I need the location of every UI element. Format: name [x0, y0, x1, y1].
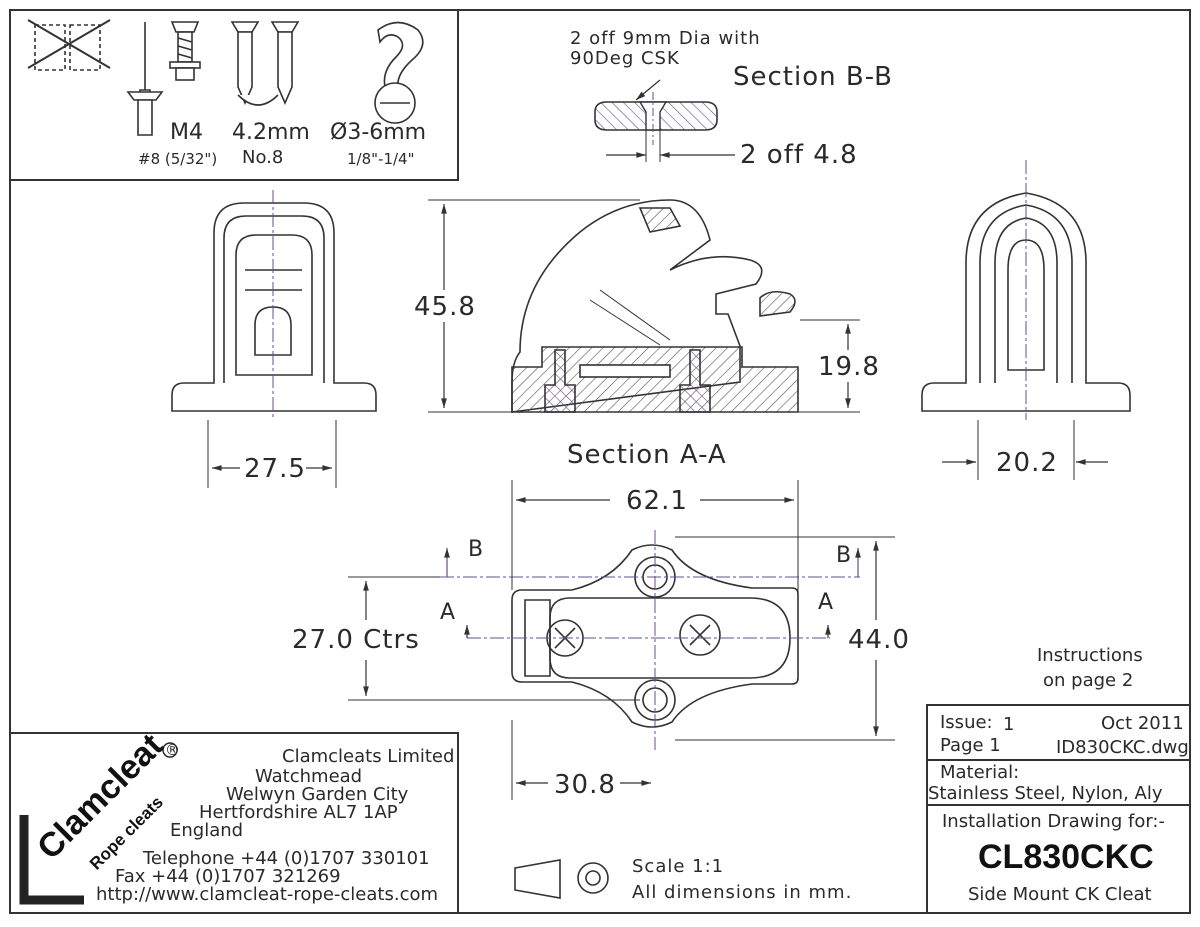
machine-screw-icon: [169, 21, 201, 81]
rope-icon: [374, 21, 424, 124]
issue-label: Issue:: [940, 712, 993, 733]
issue-value: 1: [1003, 714, 1015, 735]
offset-dimension: 30.8: [554, 770, 616, 800]
logo-registered-mark: ®: [165, 741, 180, 759]
section-b-marker-right: B: [836, 543, 852, 568]
company-fax: Fax +44 (0)1707 321269: [115, 866, 341, 887]
installation-label: Installation Drawing for:-: [942, 811, 1165, 832]
part-description: Side Mount CK Cleat: [968, 884, 1152, 905]
height-dimension: 45.8: [414, 292, 476, 322]
section-bb-title: Section B-B: [733, 62, 893, 92]
side-view: [921, 160, 1131, 480]
length-dimension: 62.1: [626, 486, 688, 516]
scale-label: Scale 1:1: [632, 856, 725, 877]
clamcleat-logo: [19, 742, 178, 905]
rope-sub-label: 1/8"-1/4": [347, 150, 415, 168]
issue-date: Oct 2011: [1101, 713, 1184, 734]
material-value: Stainless Steel, Nylon, Aly: [928, 783, 1163, 804]
rope-label: Ø3-6mm: [330, 120, 427, 145]
section-aa-view: [428, 199, 860, 413]
section-bb-note-1: 2 off 9mm Dia with: [570, 28, 761, 49]
company-address-3: Hertfordshire AL7 1AP: [199, 802, 398, 823]
section-bb-note-2: 90Deg CSK: [570, 48, 680, 69]
plan-width-dimension: 44.0: [848, 625, 910, 655]
front-width-dimension: 27.5: [244, 454, 306, 484]
section-a-marker-left: A: [440, 600, 456, 625]
side-width-dimension: 20.2: [996, 448, 1058, 478]
pop-rivet-icon: [126, 22, 164, 136]
rivet-crossed-icon: [27, 19, 111, 71]
rivet-label: M4: [170, 120, 203, 145]
company-url[interactable]: http://www.clamcleat-rope-cleats.com: [96, 884, 439, 905]
wood-screw-icon: [230, 21, 300, 106]
section-a-marker-right: A: [818, 590, 834, 615]
company-address-4: England: [170, 820, 244, 841]
title-block: [926, 704, 1191, 914]
rivet-sub-label: #8 (5/32"): [138, 150, 218, 168]
part-number: CL830CKC: [978, 838, 1154, 876]
fastener-box: [10, 10, 459, 181]
section-aa-title: Section A-A: [567, 440, 727, 470]
company-telephone: Telephone +44 (0)1707 330101: [143, 848, 430, 869]
hole-dimension: 2 off 4.8: [740, 140, 858, 170]
front-view: [171, 190, 377, 488]
centres-dimension: 27.0 Ctrs: [292, 625, 420, 655]
page-number: Page 1: [940, 735, 1001, 756]
sheet-border: [9, 9, 1191, 914]
instructions-line-2: on page 2: [1043, 670, 1134, 691]
company-name: Clamcleats Limited: [282, 746, 455, 767]
screw-sub-label: No.8: [242, 147, 284, 168]
section-bb-view: [594, 79, 735, 162]
units-note: All dimensions in mm.: [632, 882, 853, 903]
drawing-filename: ID830CKC.dwg: [1056, 737, 1189, 758]
company-address-2: Welwyn Garden City: [226, 784, 409, 805]
section-b-marker-left: B: [468, 537, 484, 562]
projection-symbol-icon: [514, 859, 609, 899]
jaw-dimension: 19.8: [818, 352, 880, 382]
instructions-line-1: Instructions: [1037, 645, 1143, 666]
material-label: Material:: [940, 762, 1020, 783]
company-box: [10, 732, 459, 913]
company-address-1: Watchmead: [255, 766, 363, 787]
plan-view: [348, 480, 895, 800]
screw-label: 4.2mm: [232, 120, 310, 145]
